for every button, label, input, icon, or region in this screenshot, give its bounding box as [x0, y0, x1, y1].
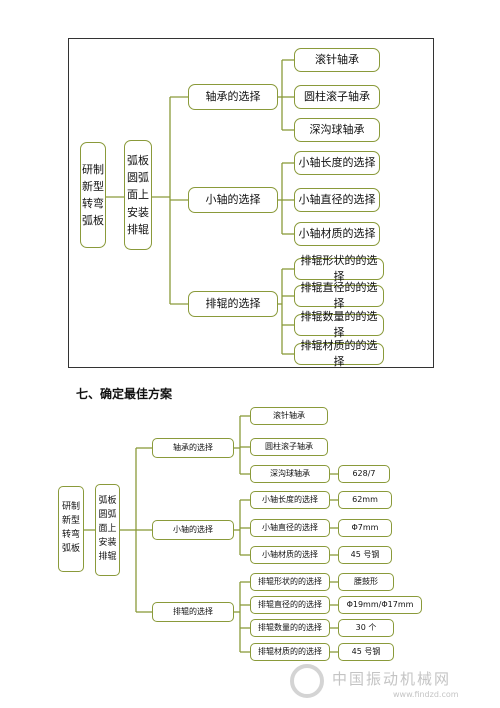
d1-leaf: 排辊材质的的选择: [294, 339, 384, 368]
diagram-1-frame: [68, 38, 434, 368]
section-heading: 七、确定最佳方案: [76, 387, 173, 401]
d1-leaf: 小轴直径的选择: [294, 188, 380, 212]
d2-result: Φ19mm/Φ17mm: [338, 596, 422, 614]
d1-sub-node: 弧板 圆弧 面上 安装 排辊: [124, 140, 152, 250]
d2-leaf: 排辊形状的的选择: [250, 573, 330, 591]
d2-leaf: 排辊数量的的选择: [250, 619, 330, 637]
d2-leaf: 圆柱滚子轴承: [250, 438, 328, 456]
d2-leaf: 排辊材质的的选择: [250, 643, 330, 661]
d1-leaf: 排辊形状的的选择: [294, 254, 384, 283]
d1-branch-shaft: 小轴的选择: [188, 187, 278, 213]
d2-root-node: 研制 新型 转弯 弧板: [58, 486, 84, 572]
d1-branch-bearing: 轴承的选择: [188, 84, 278, 110]
d2-result: 30 个: [338, 619, 394, 637]
watermark-logo-icon: [290, 664, 324, 698]
d1-leaf: 滚针轴承: [294, 48, 380, 72]
d2-result: Φ7mm: [338, 519, 392, 537]
d1-leaf: 排辊直径的的选择: [294, 281, 384, 310]
d2-leaf: 排辊直径的的选择: [250, 596, 330, 614]
d2-result: 62mm: [338, 491, 392, 509]
d1-leaf: 排辊数量的的选择: [294, 310, 384, 339]
d2-sub-node: 弧板 圆弧 面上 安装 排辊: [95, 484, 120, 576]
d2-branch-roller: 排辊的选择: [152, 602, 234, 622]
d2-result: 腰鼓形: [338, 573, 394, 591]
d1-leaf: 小轴材质的选择: [294, 222, 380, 246]
watermark-text: 中国振动机械网: [332, 670, 452, 688]
d2-branch-bearing: 轴承的选择: [152, 438, 234, 458]
d2-leaf: 小轴直径的选择: [250, 519, 330, 537]
watermark-url: www.findzd.com: [393, 690, 459, 699]
d1-leaf: 小轴长度的选择: [294, 151, 380, 175]
d2-leaf: 滚针轴承: [250, 407, 328, 425]
d1-leaf: 深沟球轴承: [294, 118, 380, 142]
d1-root-node: 研制 新型 转弯 弧板: [80, 142, 106, 248]
d1-leaf: 圆柱滚子轴承: [294, 85, 380, 109]
d1-branch-roller: 排辊的选择: [188, 291, 278, 317]
d2-result: 45 号钢: [338, 546, 392, 564]
d2-result: 45 号钢: [338, 643, 394, 661]
d2-leaf: 小轴材质的选择: [250, 546, 330, 564]
d2-leaf: 小轴长度的选择: [250, 491, 330, 509]
d2-leaf: 深沟球轴承: [250, 465, 330, 483]
d2-result: 628/7: [338, 465, 390, 483]
d2-branch-shaft: 小轴的选择: [152, 520, 234, 540]
